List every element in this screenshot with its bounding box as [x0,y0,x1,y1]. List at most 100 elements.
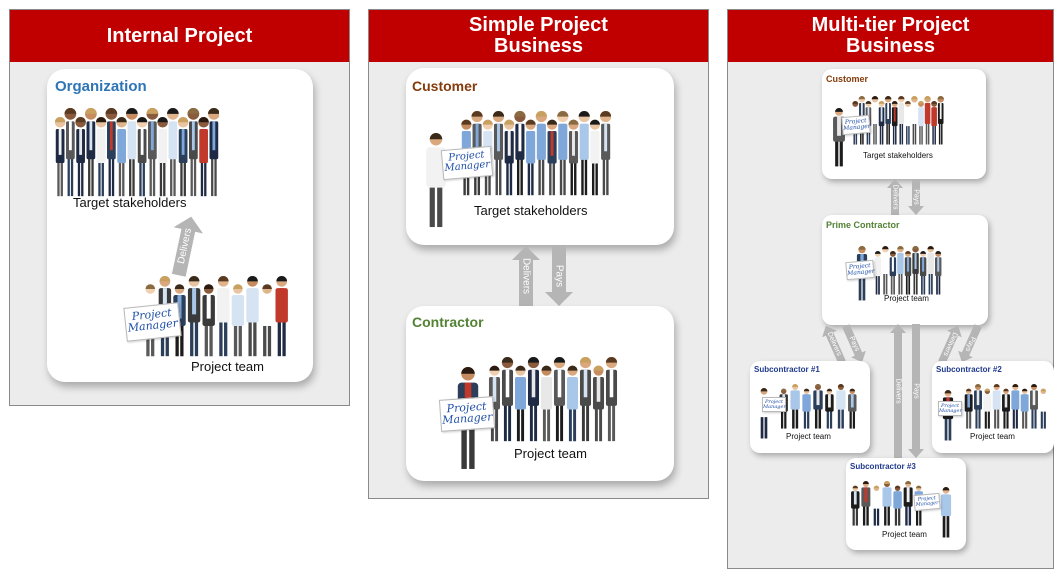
stakeholders-crowd-image [852,96,944,145]
arrow-shape [938,325,962,364]
project-manager-sign: Project Manager [440,145,494,181]
project-manager-sign: Project Manager [938,401,962,416]
person-figure [492,111,505,196]
customer-delivers-arrow: Delivers [887,179,903,215]
arrow-shape [958,324,982,363]
person-figure [790,384,800,429]
person-figure [553,357,566,442]
person-figure [802,388,811,429]
sub1-pays-arrow: Pays [839,322,870,365]
person-figure [912,246,919,295]
project-team-label: Project team [191,359,264,374]
person-figure [903,481,913,526]
person-figure [566,365,579,442]
project-team-crowd-image [779,384,857,429]
person-figure [937,96,944,145]
delivers-arrow-label: Delivers [894,378,902,404]
person-figure [871,96,879,145]
person-figure [501,357,514,442]
person-figure [927,246,934,295]
subcontractor-1-title: Subcontractor #1 [754,365,820,374]
customer-title: Customer [412,78,478,94]
prime-contractor-title: Prime Contractor [826,220,900,230]
stakeholders-crowd-image [461,111,611,196]
arrow-shape [822,325,846,364]
subcontractor-3-card: Subcontractor #3 Project Manager Project… [846,458,966,550]
person-figure [974,384,982,429]
arrow-shape [890,324,906,458]
customer-pays-arrow: Pays [908,179,924,215]
person-figure [146,108,159,197]
delivers-arrow: Delivers [512,246,540,306]
person-figure [1011,384,1020,429]
person-figure [557,111,569,196]
stakeholders-label: Target stakeholders [474,203,588,218]
person-figure [547,119,558,196]
person-figure [105,108,118,197]
person-figure [813,384,823,429]
person-figure [911,96,918,145]
person-figure [1039,388,1048,429]
person-figure [157,117,168,197]
person-figure [95,117,107,197]
person-figure [940,487,952,538]
pays-arrow-label: Pays [912,189,920,205]
person-figure [64,108,77,197]
person-figure [504,119,515,196]
person-figure [1002,388,1010,429]
person-figure [983,388,992,429]
person-figure [918,101,924,145]
person-figure [167,108,179,197]
project-manager-sign: Project Manager [913,492,941,512]
arrow-shape [842,324,866,363]
person-figure [126,108,138,197]
person-figure [514,111,526,196]
person-figure [931,101,938,145]
person-figure [177,117,189,197]
person-figure [893,485,902,526]
person-figure [535,111,547,196]
person-figure [85,108,97,197]
person-figure [525,119,536,196]
customer-card: Customer Project Manager Target stakehol… [406,68,674,245]
internal-project-panel: Internal Project Organization Target sta… [9,9,350,406]
simple-project-panel: Simple Project Business Customer Project… [368,9,709,499]
prime-contractor-card: Prime Contractor Project Manager Project… [822,215,988,325]
delivers-arrow-shape [171,216,203,277]
project-team-crowd-image [964,384,1048,429]
stakeholders-crowd-image [55,107,219,197]
pays-arrow-label: Pays [553,264,565,288]
person-figure [884,96,892,145]
person-figure [882,481,892,526]
project-team-label: Project team [970,432,1015,441]
sub3-pays-arrow: Pays [908,324,924,458]
person-figure [889,251,897,295]
person-figure [919,251,927,295]
project-team-label: Project team [884,294,929,303]
person-figure [116,117,127,197]
person-figure [836,384,846,429]
arrow-shape [908,324,924,458]
customer-card: Customer Project Manager Target stakehol… [822,69,986,179]
person-figure [605,357,618,442]
person-figure [1030,384,1038,429]
person-figure [1020,388,1029,429]
person-figure [904,101,911,145]
person-figure [992,384,1001,429]
person-figure [897,246,904,295]
person-figure [187,276,201,357]
person-figure [568,119,579,196]
arrow-shape [887,179,903,215]
arrow-shape [908,179,924,215]
person-figure [275,276,288,357]
person-figure [527,357,540,442]
person-figure [198,117,209,197]
person-figure [231,284,245,357]
person-figure [904,251,912,295]
sub3-delivers-arrow: Delivers [890,324,906,458]
person-figure [924,96,931,145]
delivers-arrow: Delivers [164,214,206,279]
pays-arrow: Pays [545,246,573,306]
stakeholders-label: Target stakeholders [863,151,933,160]
subcontractor-1-card: Subcontractor #1 Project Manager Project… [750,361,870,453]
